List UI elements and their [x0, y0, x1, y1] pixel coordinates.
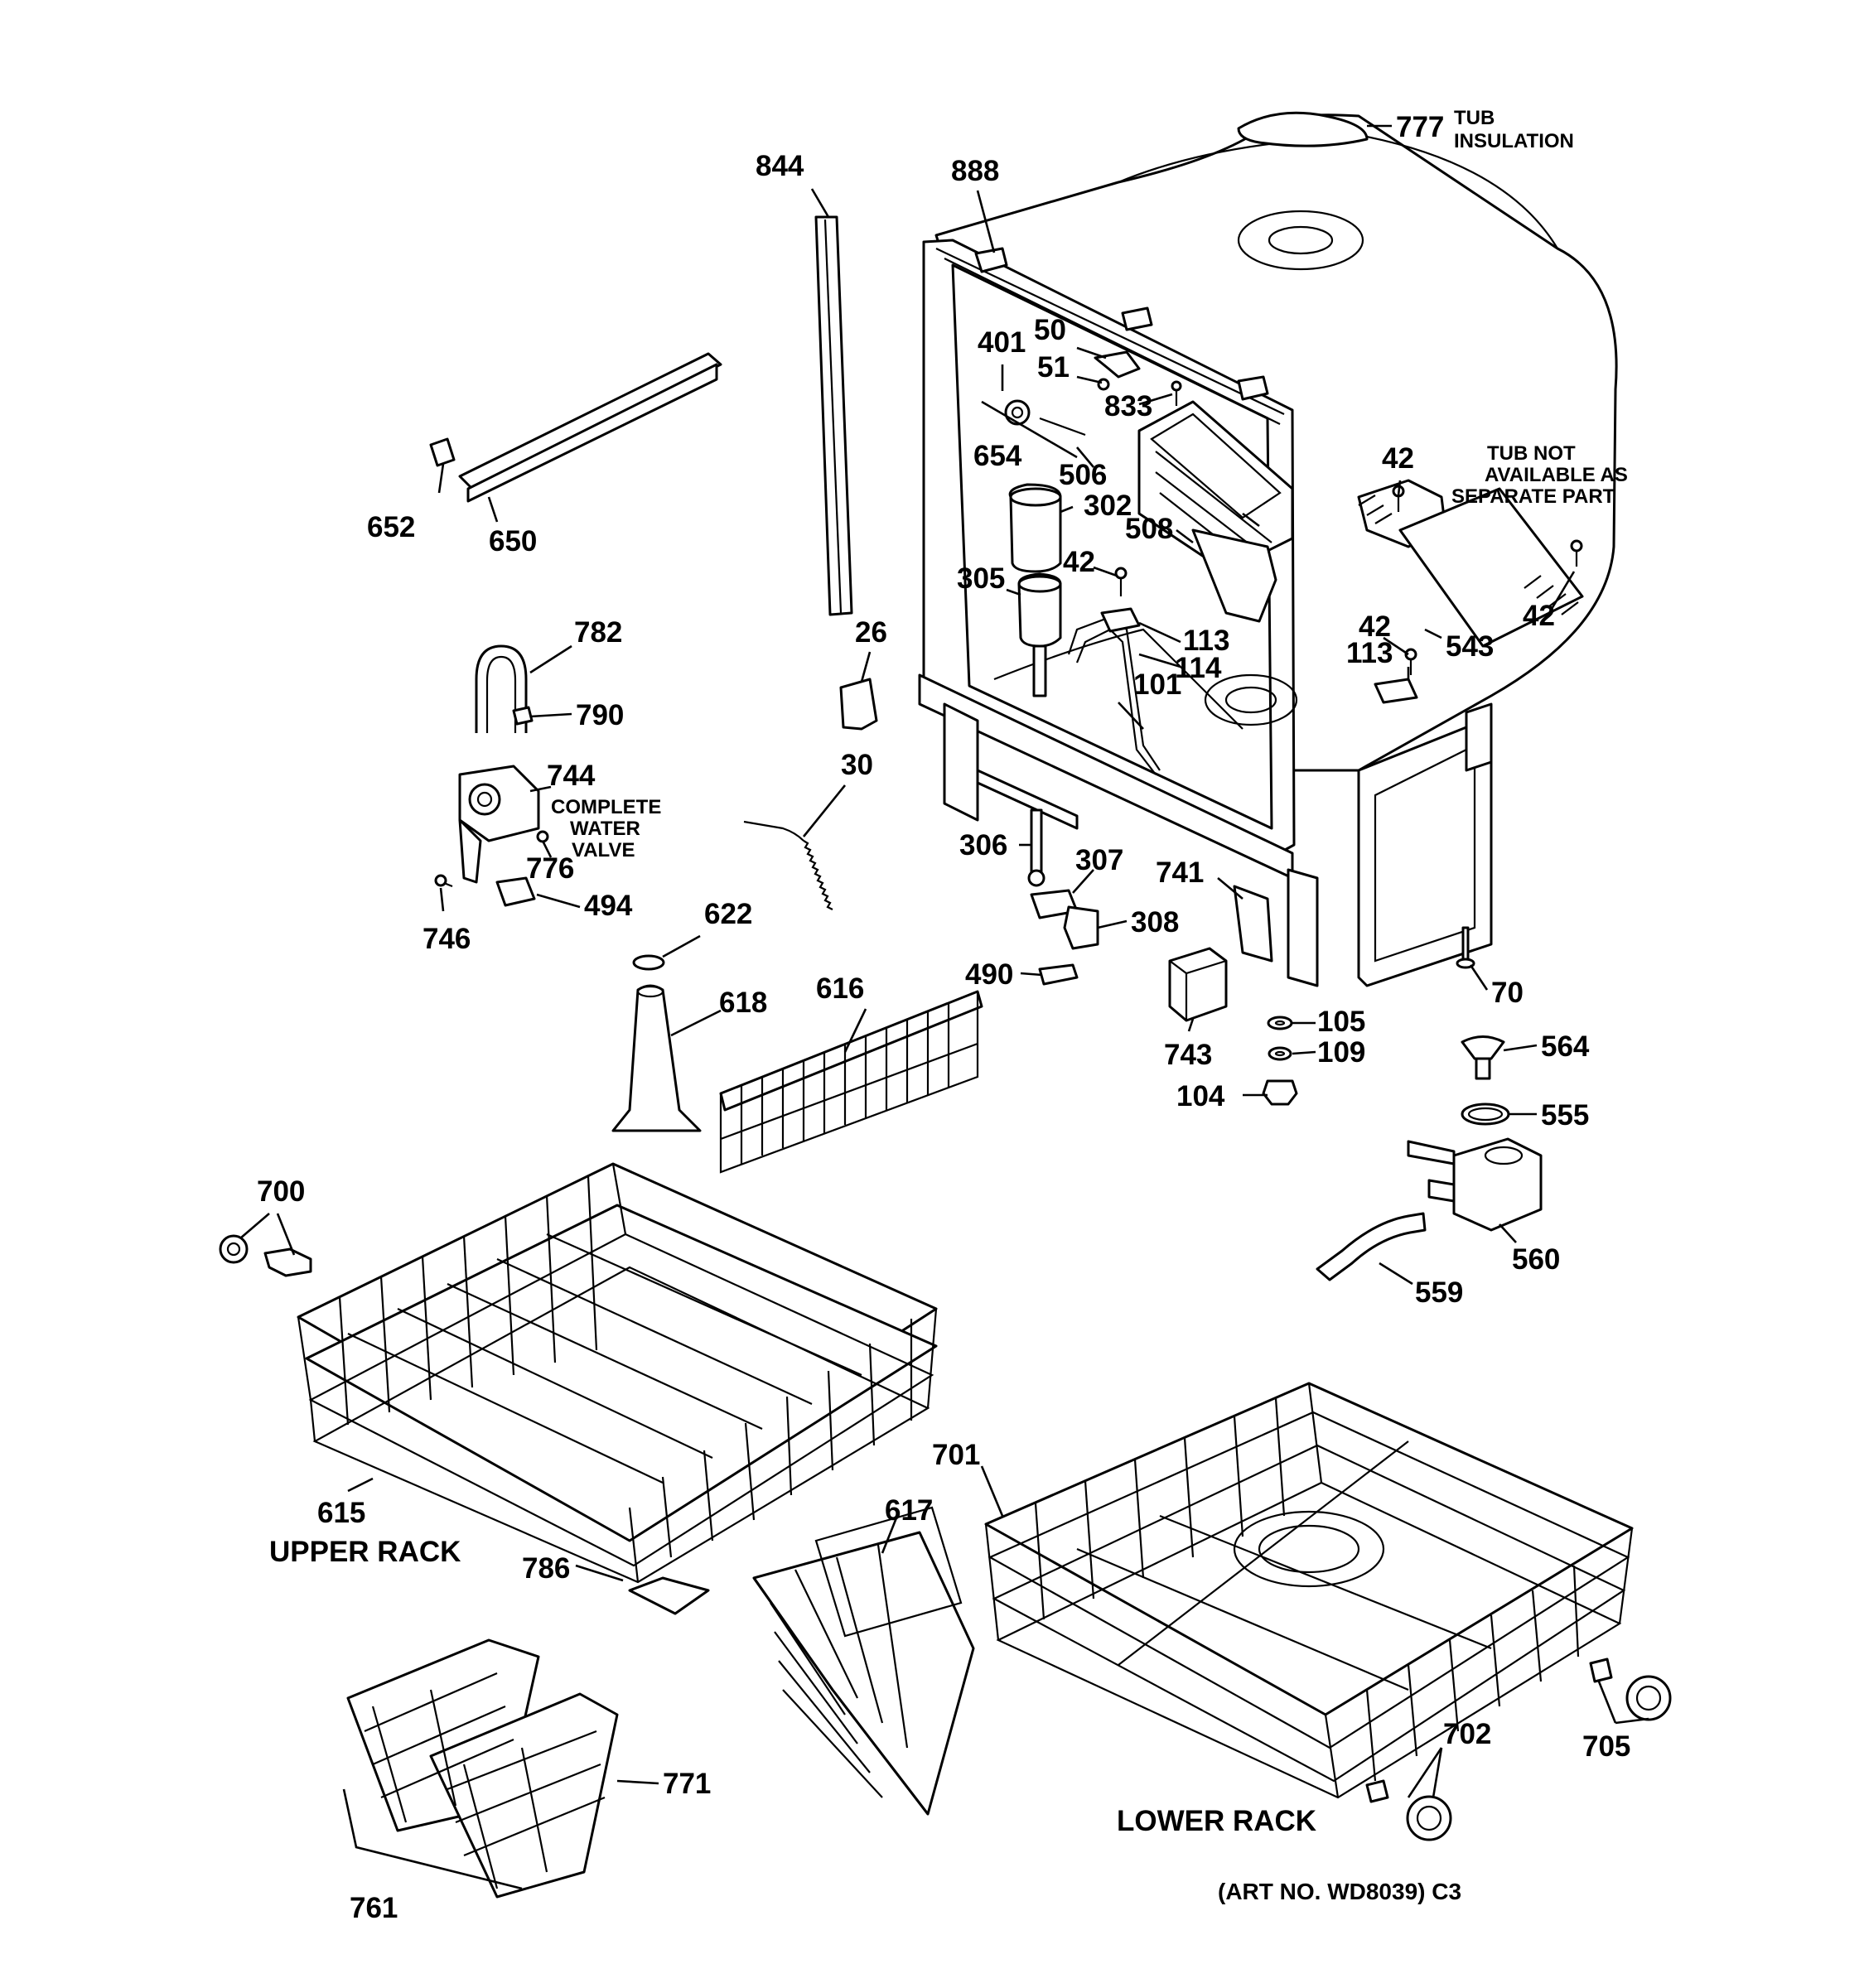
drain-and-valve [434, 644, 878, 910]
callout-494: 494 [584, 890, 633, 922]
lower-rack-label: LOWER RACK [1117, 1805, 1316, 1837]
callout-618: 618 [719, 987, 767, 1019]
callout-490: 490 [965, 958, 1013, 991]
callout-506: 506 [1059, 459, 1107, 491]
callout-543: 543 [1446, 630, 1494, 663]
callout-888: 888 [951, 155, 999, 187]
lower-rack [984, 1382, 1672, 1841]
callout-42-b: 42 [1382, 442, 1414, 475]
silverware-basket-761-771 [342, 1576, 710, 1899]
complete-water-valve-2: WATER [570, 818, 640, 840]
callout-51: 51 [1037, 351, 1070, 384]
leader-lines [239, 124, 1649, 1798]
callout-306: 306 [959, 829, 1007, 861]
callout-616: 616 [816, 972, 864, 1005]
callout-104: 104 [1176, 1080, 1225, 1112]
callout-30: 30 [841, 749, 873, 781]
callout-777: 777 [1396, 111, 1444, 143]
art-number: (ART NO. WD8039) C3 [1218, 1879, 1461, 1904]
right-loose-parts [1262, 926, 1543, 1281]
callout-42-d: 42 [1359, 610, 1391, 643]
callout-508: 508 [1125, 513, 1173, 545]
callout-833: 833 [1104, 390, 1152, 422]
callout-705: 705 [1582, 1730, 1630, 1763]
tub-not-label-1: TUB NOT [1487, 442, 1576, 465]
callout-743: 743 [1164, 1039, 1212, 1071]
callout-790: 790 [576, 699, 624, 731]
silverware-basket-617 [752, 1506, 975, 1816]
upper-rack-label: UPPER RACK [269, 1536, 461, 1568]
callout-761: 761 [350, 1892, 398, 1924]
callout-105: 105 [1317, 1006, 1365, 1038]
center-loose-parts [611, 885, 1273, 1174]
callout-113-b: 113 [1346, 637, 1393, 669]
callout-559: 559 [1415, 1276, 1463, 1309]
callout-302: 302 [1084, 490, 1132, 522]
callout-771: 771 [663, 1768, 711, 1800]
callout-560: 560 [1512, 1243, 1560, 1276]
callout-42-a: 42 [1063, 546, 1095, 578]
callout-labels: 777 TUB INSULATION 844 888 401 50 51 833… [257, 107, 1630, 1924]
callout-555: 555 [1541, 1099, 1589, 1132]
callout-786: 786 [522, 1552, 570, 1585]
callout-622: 622 [704, 898, 752, 930]
callout-401: 401 [978, 326, 1026, 359]
callout-305: 305 [957, 562, 1005, 595]
callout-50: 50 [1034, 314, 1066, 346]
callout-307: 307 [1075, 844, 1123, 876]
callout-650: 650 [489, 525, 537, 557]
upper-rack [219, 1162, 938, 1584]
tub-assembly [918, 111, 1618, 987]
callout-615: 615 [317, 1497, 365, 1529]
tub-insulation-label-1: TUB [1454, 107, 1495, 129]
callout-114: 114 [1175, 652, 1222, 684]
callout-42-c: 42 [1523, 600, 1555, 632]
callout-308: 308 [1131, 906, 1179, 939]
callout-101: 101 [1133, 668, 1181, 701]
callout-109: 109 [1317, 1036, 1365, 1069]
complete-water-valve-1: COMPLETE [551, 796, 661, 818]
callout-617: 617 [885, 1494, 933, 1527]
callout-782: 782 [574, 616, 622, 649]
tub-not-label-2: AVAILABLE AS [1485, 464, 1628, 486]
tub-not-label-3: SEPARATE PART [1451, 485, 1615, 508]
callout-741: 741 [1156, 856, 1204, 889]
callout-702: 702 [1443, 1718, 1491, 1750]
complete-water-valve-3: VALVE [572, 839, 635, 861]
callout-844: 844 [756, 150, 804, 182]
callout-70: 70 [1491, 977, 1524, 1009]
door-gaskets [429, 215, 853, 616]
tub-insulation-label-2: INSULATION [1454, 130, 1574, 152]
callout-776: 776 [526, 852, 574, 885]
callout-652: 652 [367, 511, 415, 543]
callout-746: 746 [423, 923, 471, 955]
callout-113-a: 113 [1183, 625, 1229, 657]
callout-654: 654 [973, 440, 1022, 472]
callout-701: 701 [932, 1439, 980, 1471]
callout-564: 564 [1541, 1030, 1590, 1063]
callout-700: 700 [257, 1175, 305, 1208]
callout-26: 26 [855, 616, 887, 649]
callout-744: 744 [547, 760, 596, 792]
